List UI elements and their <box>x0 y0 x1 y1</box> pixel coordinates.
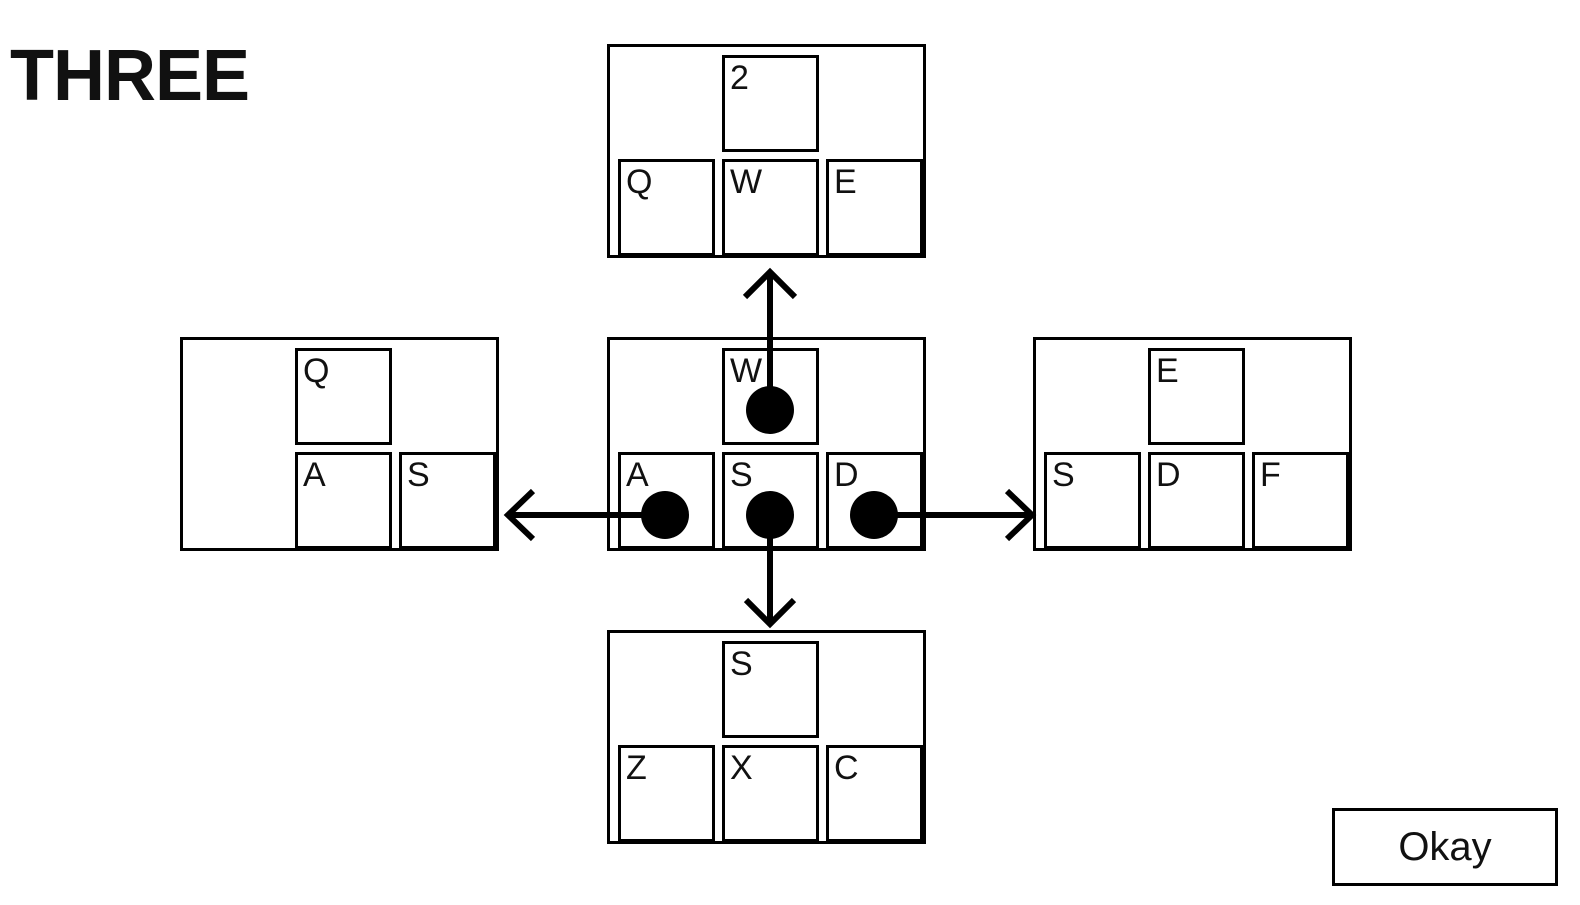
key-s: S <box>722 641 819 738</box>
arrow-down-head <box>743 597 797 629</box>
key-a: A <box>295 452 392 549</box>
key-s: S <box>722 452 819 549</box>
key-c: C <box>826 745 923 842</box>
key-z: Z <box>618 745 715 842</box>
arrow-right-head <box>1004 488 1037 542</box>
panel-left: Q A S <box>180 337 499 551</box>
panel-bottom: S Z X C <box>607 630 926 844</box>
key-2: 2 <box>722 55 819 152</box>
key-q: Q <box>295 348 392 445</box>
panel-top: 2 Q W E <box>607 44 926 258</box>
panel-right: E S D F <box>1033 337 1352 551</box>
key-w: W <box>722 348 819 445</box>
key-x: X <box>722 745 819 842</box>
key-d: D <box>1148 452 1245 549</box>
key-d: D <box>826 452 923 549</box>
key-e: E <box>826 159 923 256</box>
arrow-up-head <box>742 267 798 300</box>
key-q: Q <box>618 159 715 256</box>
okay-button[interactable]: Okay <box>1332 808 1558 886</box>
panel-center: W A S D <box>607 337 926 551</box>
arrow-left-head <box>503 488 536 542</box>
key-f: F <box>1252 452 1349 549</box>
key-a: A <box>618 452 715 549</box>
key-s: S <box>399 452 496 549</box>
key-w: W <box>722 159 819 256</box>
key-s: S <box>1044 452 1141 549</box>
page-title: THREE <box>10 36 250 116</box>
key-e: E <box>1148 348 1245 445</box>
